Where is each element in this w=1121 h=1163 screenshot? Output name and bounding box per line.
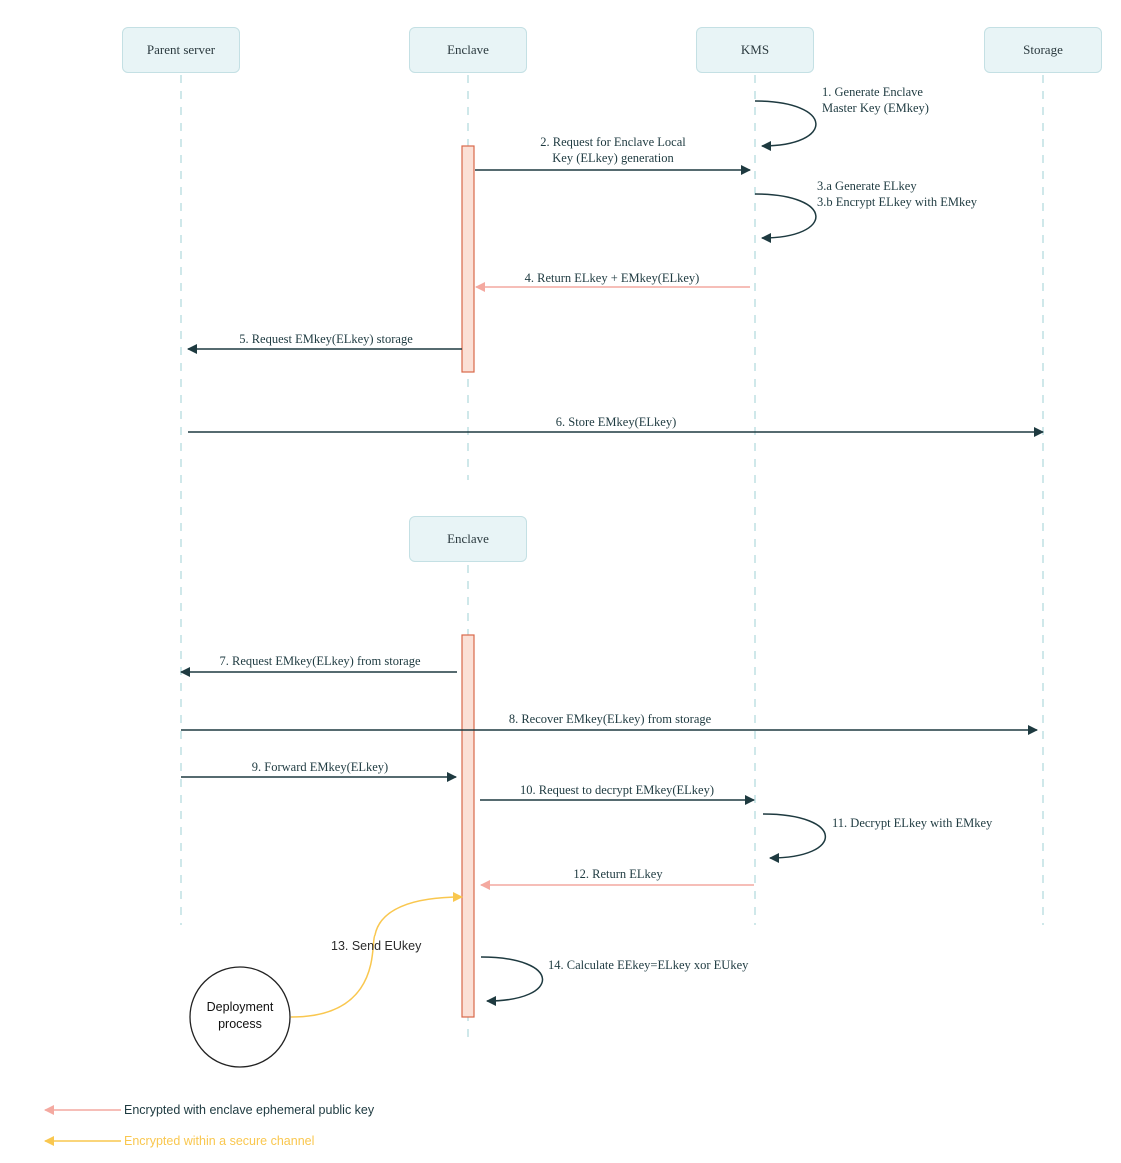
arrow-m13 (290, 892, 463, 1018)
deployment-process-label-line1: Deployment (206, 1000, 274, 1014)
deployment-process-label: Deployment process (207, 999, 274, 1033)
message-label-m14: 14. Calculate EEkey=ELkey xor EUkey (548, 958, 749, 972)
message-label-m2-line2: Key (ELkey) generation (552, 151, 674, 165)
message-label-m4: 4. Return ELkey + EMkey(ELkey) (524, 271, 700, 285)
deployment-process-node (189, 966, 291, 1068)
arrow-m1 (754, 100, 817, 151)
actor-enclave: Enclave (409, 27, 527, 73)
message-label-m1: 1. Generate Enclave Master Key (EMkey) (822, 84, 929, 116)
message-label-m1-line1: 1. Generate Enclave (822, 85, 923, 99)
arrow-m14 (480, 956, 544, 1006)
message-label-m2: 2. Request for Enclave Local Key (ELkey)… (540, 134, 685, 166)
message-label-m9: 9. Forward EMkey(ELkey) (251, 760, 389, 774)
arrow-m3 (754, 193, 817, 243)
deployment-process-label-line2: process (218, 1017, 262, 1031)
message-label-m10: 10. Request to decrypt EMkey(ELkey) (519, 783, 715, 797)
message-label-m3-line1: 3.a Generate ELkey (817, 179, 917, 193)
actor-storage: Storage (984, 27, 1102, 73)
message-label-m5: 5. Request EMkey(ELkey) storage (239, 332, 413, 346)
actor-parent-server: Parent server (122, 27, 240, 73)
message-label-m2-line1: 2. Request for Enclave Local (540, 135, 686, 149)
message-label-m13: 13. Send EUkey (331, 939, 422, 953)
message-label-m3: 3.a Generate ELkey 3.b Encrypt ELkey wit… (817, 178, 977, 210)
activation-bar-enclave (461, 145, 475, 373)
message-label-m12: 12. Return ELkey (573, 867, 663, 881)
actor-enclave-second: Enclave (409, 516, 527, 562)
activation-bar-enclave-second (461, 634, 475, 1018)
message-label-m6: 6. Store EMkey(ELkey) (555, 415, 677, 429)
actor-kms: KMS (696, 27, 814, 73)
message-label-m1-line2: Master Key (EMkey) (822, 101, 929, 115)
legend-label-ephemeral: Encrypted with enclave ephemeral public … (124, 1103, 375, 1117)
message-label-m7: 7. Request EMkey(ELkey) from storage (219, 654, 421, 668)
message-label-m8: 8. Recover EMkey(ELkey) from storage (508, 712, 712, 726)
legend-label-secure-channel: Encrypted within a secure channel (124, 1134, 315, 1148)
message-label-m11: 11. Decrypt ELkey with EMkey (832, 816, 993, 830)
arrow-m11 (762, 813, 827, 863)
message-label-m3-line2: 3.b Encrypt ELkey with EMkey (817, 195, 978, 209)
